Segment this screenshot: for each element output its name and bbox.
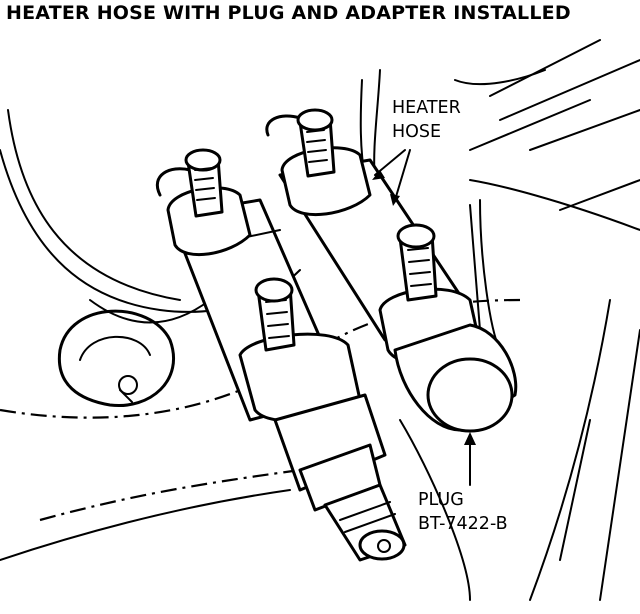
heater-hose-callout: HEATER HOSE <box>392 96 461 144</box>
engine-mount-boss <box>57 309 176 408</box>
plug-bt-7422-b <box>378 223 518 433</box>
heater-hose-callout-line-1: HEATER <box>392 98 461 118</box>
diagram-title: HEATER HOSE WITH PLUG AND ADAPTER INSTAL… <box>6 2 571 24</box>
hose-clamp-upper-left <box>166 148 252 257</box>
plug-callout-line-1: PLUG <box>418 490 464 510</box>
plug-callout: PLUG BT-7422-B <box>418 488 508 536</box>
callout-leaders <box>372 149 476 486</box>
heater-hose-callout-line-2: HOSE <box>392 122 442 142</box>
hose-clamp-upper-right <box>280 108 372 217</box>
adapter-assembly <box>238 277 407 562</box>
plug-callout-line-2: BT-7422-B <box>418 514 508 534</box>
